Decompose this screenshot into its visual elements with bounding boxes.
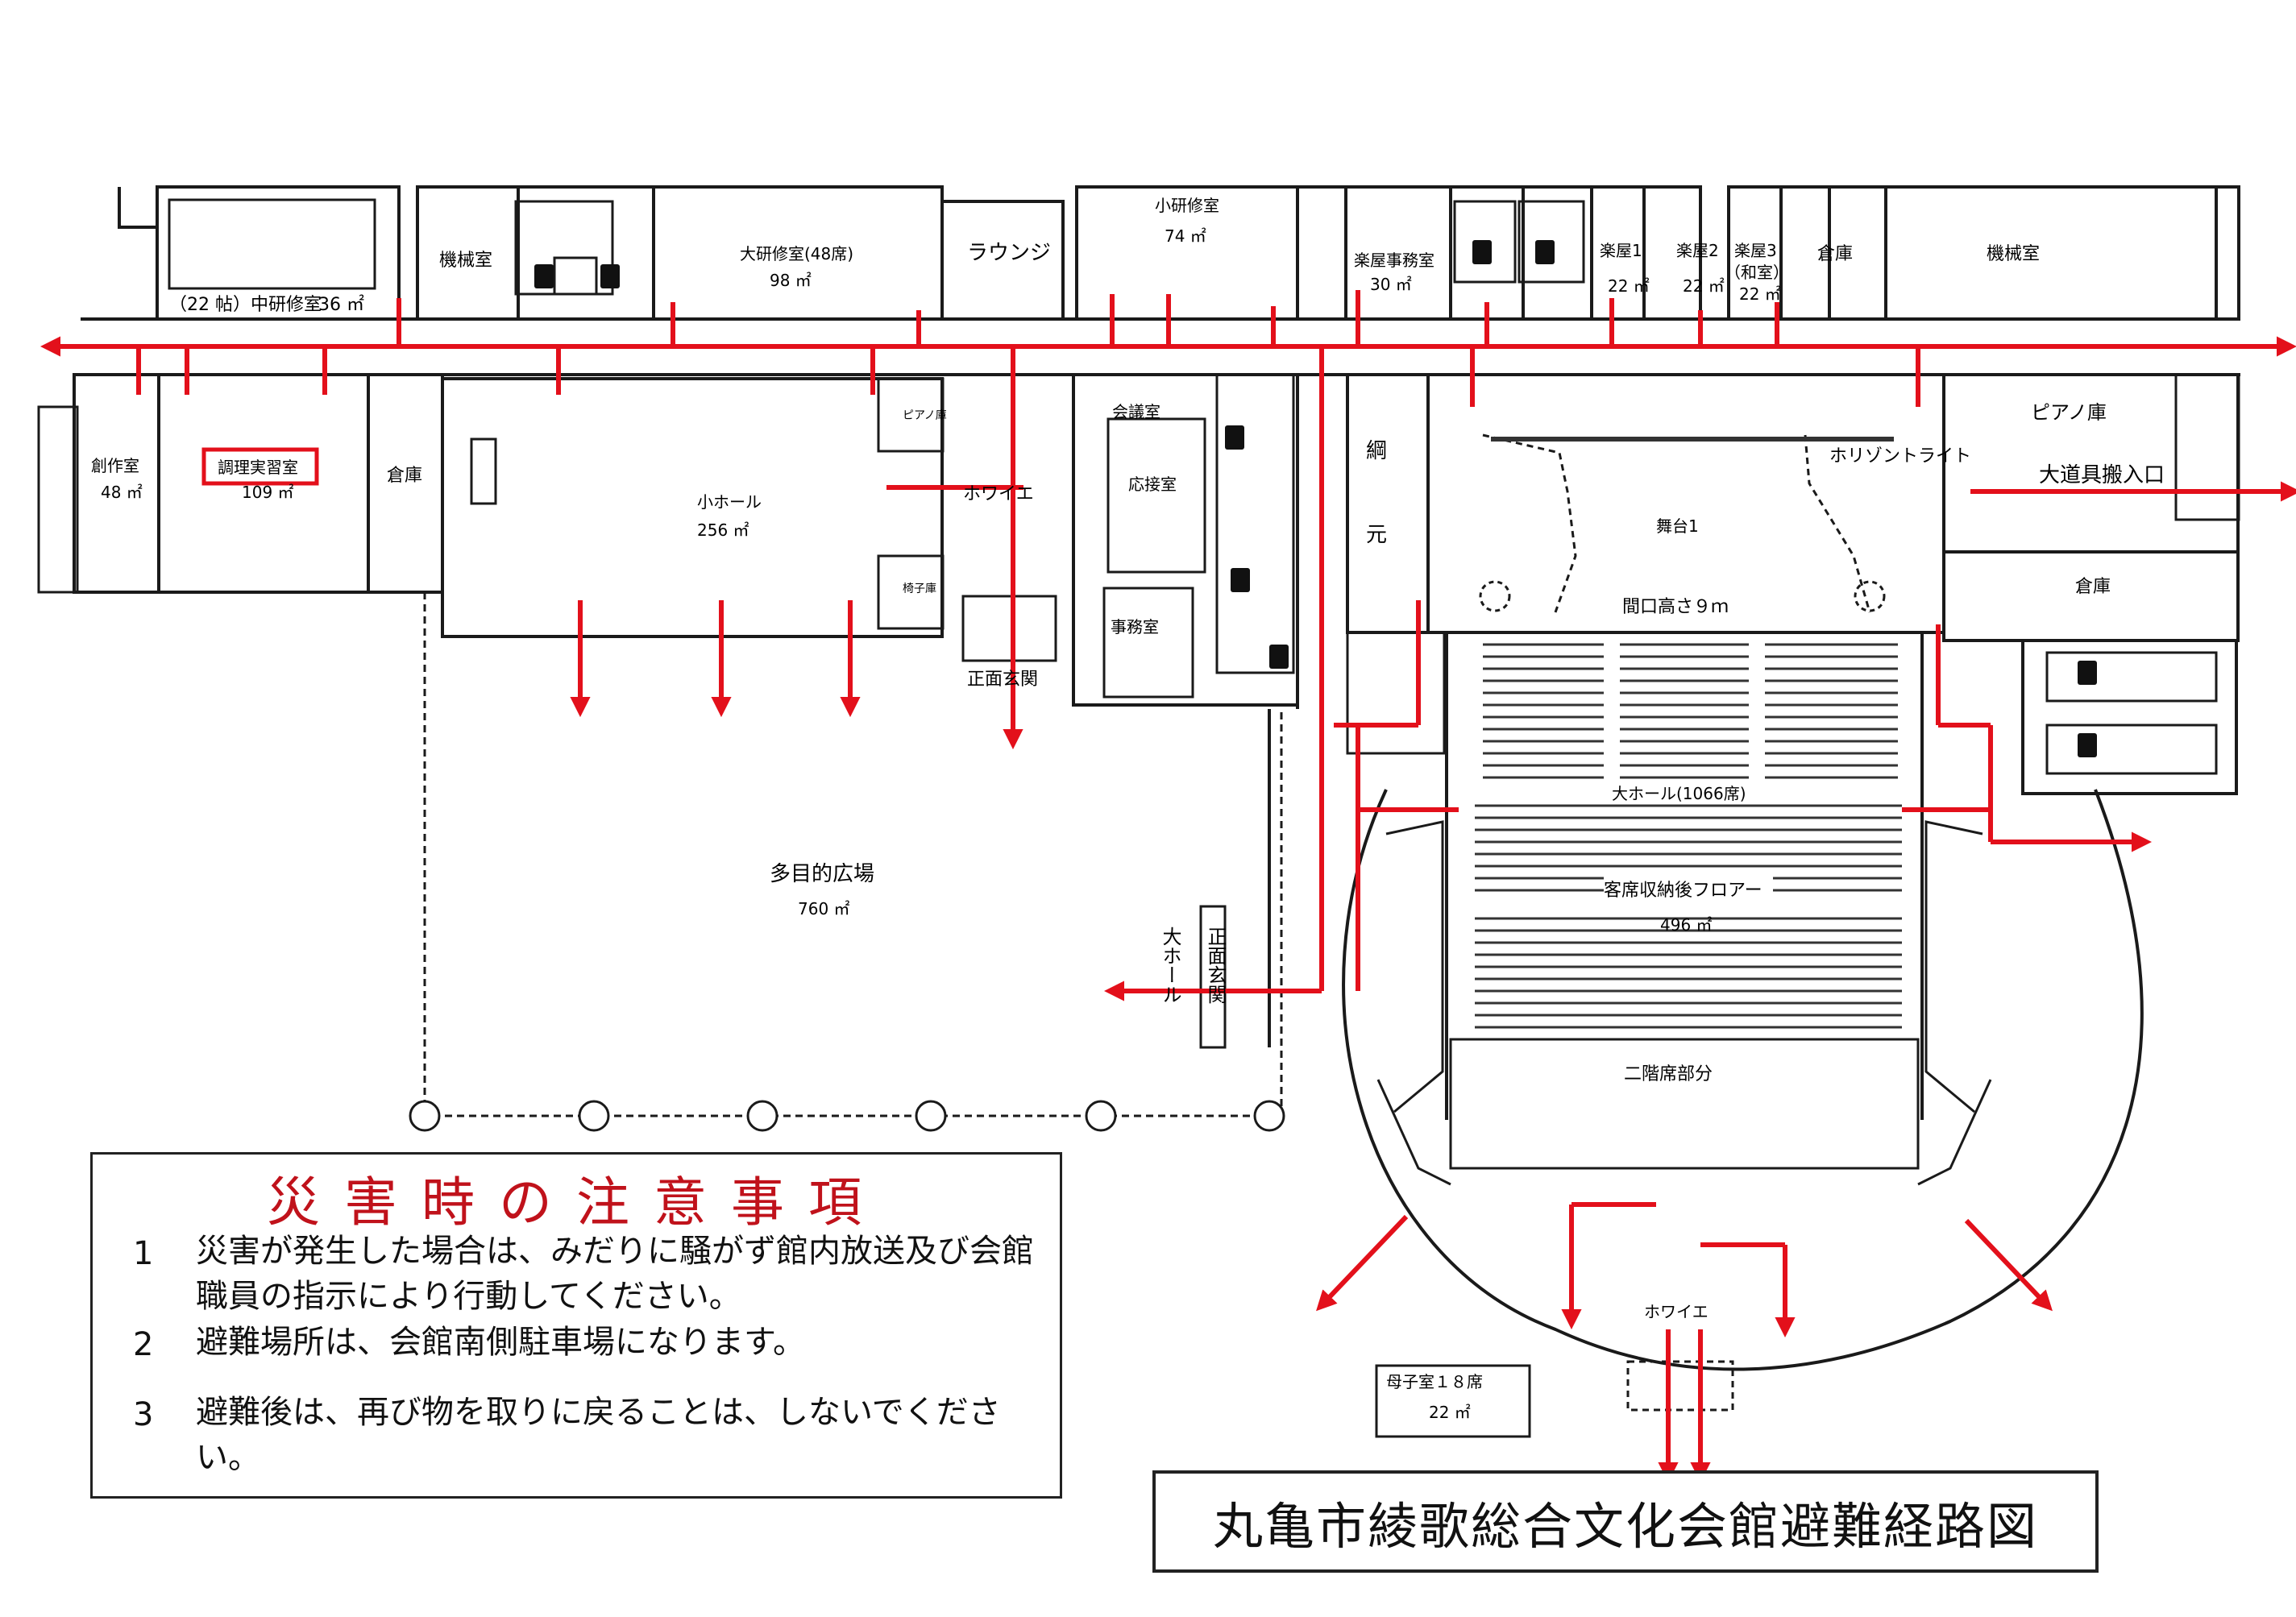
- building-walls: [37, 185, 2240, 1412]
- label-gakuya1-area: 22 ㎡: [1608, 276, 1650, 296]
- label-sousaku-area: 48 ㎡: [101, 483, 143, 502]
- mother-child-room: [1375, 1364, 1531, 1438]
- disaster-notice: 災害時の注意事項 1 災害が発生した場合は、みだりに騒がず館内放送及び会館職員の…: [90, 1152, 1062, 1499]
- toilet-icon: [1269, 645, 1289, 669]
- label-souko-right: 倉庫: [2075, 577, 2111, 597]
- label-plaza: 多目的広場: [770, 862, 874, 886]
- label-tsuna: 綱: [1366, 439, 1387, 463]
- notice-item-3-num: 3: [133, 1396, 154, 1433]
- label-ousetsu: 応接室: [1128, 475, 1177, 494]
- label-kikai-1: 機械室: [439, 251, 492, 271]
- plaza-columns: [409, 1100, 1285, 1132]
- label-souko-top: 倉庫: [1817, 244, 1853, 264]
- label-lounge: ラウンジ: [967, 241, 1051, 265]
- label-dai-kenshu: 大研修室(48席): [740, 244, 853, 263]
- toilet-icon: [2078, 661, 2097, 685]
- label-dai-hall-genkan-a: 大ホール: [1159, 927, 1181, 1004]
- notice-item-3-text: 避難後は、再び物を取りに戻ることは、しないでください。: [196, 1394, 1001, 1476]
- toilet-icon-group: [534, 240, 2097, 757]
- label-sousaku: 創作室: [91, 456, 139, 475]
- notice-heading: 災害時の注意事項: [267, 1171, 886, 1233]
- label-horizon: ホリゾントライト: [1829, 446, 1971, 466]
- label-gakuya2-area: 22 ㎡: [1683, 276, 1725, 296]
- label-oodougu: 大道具搬入口: [2039, 463, 2165, 487]
- label-kikai-2: 機械室: [1987, 244, 2040, 264]
- label-foyer-small: ホワイエ: [963, 484, 1034, 504]
- label-gakuya2: 楽屋2: [1676, 241, 1719, 260]
- seat-rows: [1475, 437, 1902, 1029]
- label-sho-kenshu: 小研修室: [1155, 196, 1219, 215]
- highlight-cooking-room: [201, 447, 319, 486]
- label-butai: 舞台1: [1656, 516, 1699, 536]
- label-kyakuseki-area: 496 ㎡: [1660, 915, 1713, 935]
- map-title: 丸亀市綾歌総合文化会館避難経路図: [1212, 1496, 2038, 1556]
- notice-item-1-num: 1: [133, 1235, 154, 1272]
- label-foyer-large: ホワイエ: [1644, 1302, 1709, 1321]
- label-sho-hall: 小ホール: [697, 492, 762, 512]
- label-gakuya-jimu: 楽屋事務室: [1354, 251, 1434, 270]
- label-sho-kenshu-area: 74 ㎡: [1165, 226, 1206, 246]
- toilet-icon: [534, 264, 554, 288]
- label-kyakuseki: 客席収納後フロアー: [1604, 881, 1762, 901]
- label-gakuya3: 楽屋3: [1734, 241, 1777, 260]
- label-boshi-area: 22 ㎡: [1429, 1403, 1471, 1422]
- notice-item-2-num: 2: [133, 1326, 154, 1363]
- plaza-outline: [423, 592, 1283, 1117]
- label-piano-large: ピアノ庫: [2031, 401, 2107, 424]
- map-title-box: 丸亀市綾歌総合文化会館避難経路図: [1152, 1470, 2099, 1573]
- label-isu: 椅子庫: [903, 582, 936, 595]
- label-boshi: 母子室１８席: [1386, 1372, 1483, 1391]
- toilet-icon: [1472, 240, 1492, 264]
- label-gakuya1: 楽屋1: [1600, 241, 1642, 260]
- label-gakuya-jimu-area: 30 ㎡: [1370, 275, 1412, 294]
- notice-item-2-text: 避難場所は、会館南側駐車場になります。: [196, 1324, 805, 1361]
- room-labels: （22 帖）中研修室 36 ㎡ 機械室 大研修室(48席) 98 ㎡ ラウンジ …: [91, 196, 2165, 1422]
- label-dai-hall-genkan-b: 正面玄関: [1204, 927, 1227, 1004]
- evacuation-routes: [39, 290, 2296, 1483]
- label-jimu: 事務室: [1111, 617, 1159, 636]
- label-piano-small: ピアノ庫: [903, 408, 947, 422]
- label-chouri-area: 109 ㎡: [242, 483, 294, 502]
- label-gakuya3-area: 22 ㎡: [1739, 284, 1781, 304]
- label-plaza-area: 760 ㎡: [798, 899, 850, 918]
- label-moto: 元: [1366, 523, 1387, 547]
- label-souko-left: 倉庫: [387, 466, 422, 486]
- label-sho-hall-area: 256 ㎡: [697, 520, 749, 540]
- label-kaigi: 会議室: [1112, 402, 1160, 421]
- label-nikai: 二階席部分: [1624, 1064, 1713, 1084]
- label-dai-kenshu-area: 98 ㎡: [770, 271, 812, 290]
- label-chu-kenshu-area: 36 ㎡: [318, 294, 364, 315]
- toilet-icon: [1225, 425, 1244, 450]
- toilet-icon: [600, 264, 620, 288]
- notice-item-1-text: 災害が発生した場合は、みだりに騒がず館内放送及び会館職員の指示により行動してくだ…: [196, 1233, 1034, 1315]
- label-dai-hall: 大ホール(1066席): [1612, 784, 1746, 803]
- toilet-icon: [1535, 240, 1555, 264]
- label-gakuya3-sub: （和室）: [1725, 263, 1789, 282]
- label-maguchi: 間口高さ９ｍ: [1622, 597, 1729, 617]
- toilet-icon: [1231, 568, 1250, 592]
- label-shomen-genkan-1: 正面玄関: [967, 670, 1038, 690]
- toilet-icon: [2078, 733, 2097, 757]
- label-chu-kenshu: （22 帖）中研修室: [169, 295, 322, 315]
- label-chouri: 調理実習室: [218, 458, 298, 477]
